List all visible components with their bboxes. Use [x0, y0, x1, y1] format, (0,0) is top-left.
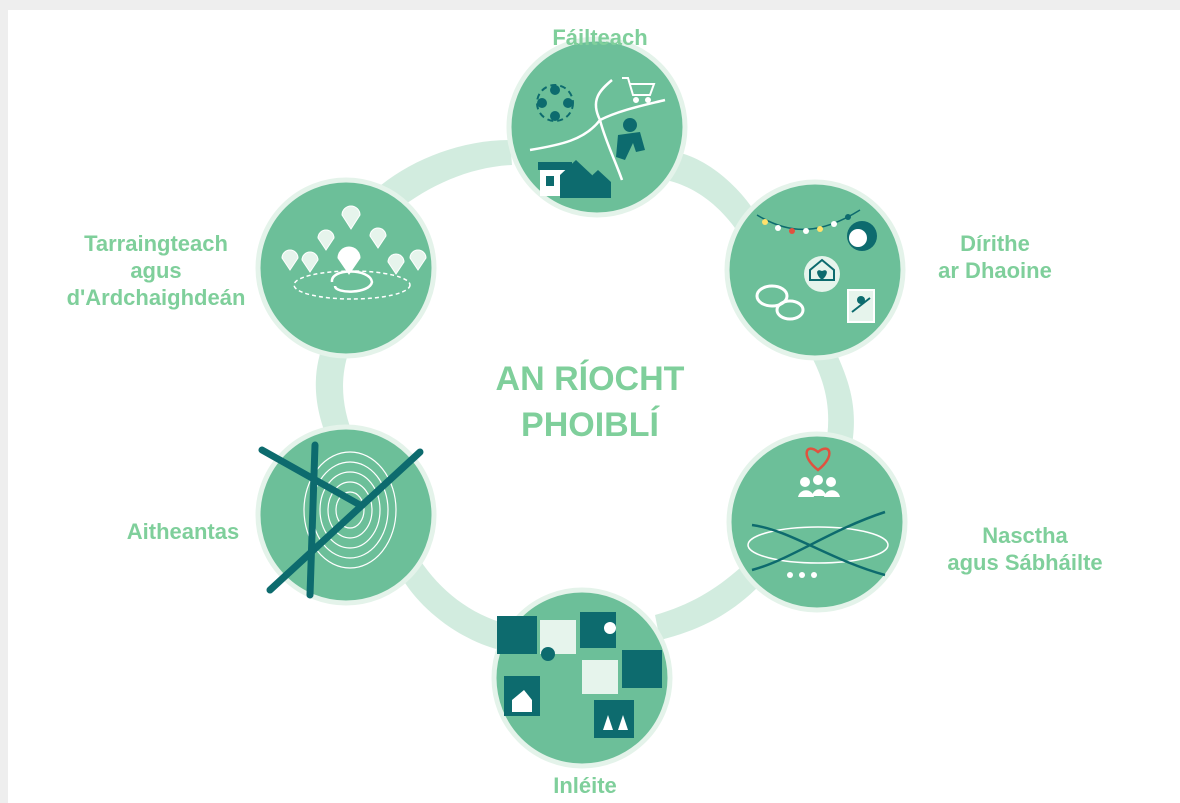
houses-icon: [560, 160, 611, 198]
label-inleite: Inléite: [520, 772, 650, 799]
label-aitheantas-line-1: Aitheantas: [126, 519, 240, 544]
label-tarraingteach-line-1: Tarraingteach: [84, 231, 228, 256]
shopping-cart-icon: [622, 77, 656, 103]
label-dirithe-line-1: Dírithe: [960, 231, 1030, 256]
label-tarraingteach-line-3: d'Ardchaighdeán: [66, 285, 246, 310]
center-title-line-1: AN RÍOCHT: [495, 360, 685, 398]
group-icon: [798, 475, 840, 497]
connectors: [315, 140, 854, 650]
label-failteach: Fáilteach: [540, 24, 660, 51]
label-nasctha-line-1: Nasctha: [982, 523, 1068, 548]
connector-dirithe-nasctha: [808, 340, 854, 455]
cross-lines-icon: [258, 441, 424, 599]
node-dirithe: [724, 179, 906, 361]
label-nasctha-line-2: agus Sábháilte: [947, 550, 1103, 575]
label-aitheantas: Aitheantas: [108, 518, 258, 545]
face-icon: [847, 221, 877, 251]
path-arrows: [529, 79, 666, 181]
heart-icon: [805, 447, 831, 472]
label-inleite-line-1: Inléite: [553, 773, 617, 798]
exercise-person-icon: [616, 118, 645, 160]
label-tarraingteach-line-2: agus: [130, 258, 182, 283]
home-heart-icon: [804, 256, 840, 292]
connector-nasctha-inleite: [655, 568, 760, 640]
node-failteach: [506, 36, 688, 218]
connector-inleite-aitheantas: [400, 560, 510, 650]
label-tarraingteach: Tarraingteach agus d'Ardchaighdeán: [56, 230, 256, 311]
connector-failteach-dirithe: [650, 150, 760, 235]
center-title-line-2: PHOIBLÍ: [521, 406, 659, 444]
node-aitheantas: [255, 424, 437, 606]
bunting-icon: [756, 209, 861, 234]
connector-tarraingteach-failteach: [375, 140, 512, 210]
label-dirithe: Dírithe ar Dhaoine: [920, 230, 1070, 284]
label-dirithe-line-2: ar Dhaoine: [938, 258, 1052, 283]
map-icon: [847, 289, 875, 323]
location-pins-icon: [281, 205, 427, 275]
node-inleite: [491, 587, 673, 769]
speech-bubbles-icon: [755, 284, 805, 321]
puzzle-pieces-icon: [497, 612, 662, 738]
center-title: AN RÍOCHT PHOIBLÍ: [440, 356, 740, 448]
people-row-icon: [787, 572, 817, 578]
rotate-arrow-icon: [330, 270, 374, 293]
label-nasctha: Nasctha agus Sábháilte: [920, 522, 1130, 576]
connector-aitheantas-tarraingteach: [315, 340, 355, 445]
label-failteach-line-1: Fáilteach: [552, 25, 648, 50]
cross-arrows-icon: [747, 510, 889, 577]
people-circle-icon: [536, 84, 574, 122]
node-tarraingteach: [255, 177, 437, 359]
node-nasctha: [726, 431, 908, 613]
